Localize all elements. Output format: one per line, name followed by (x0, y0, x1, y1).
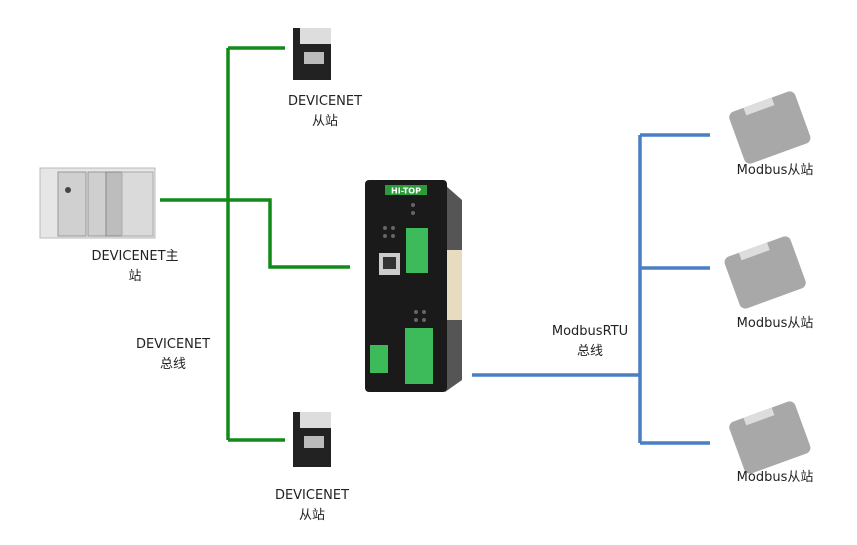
devicenet-bus (160, 46, 350, 442)
terminal-block-upper (406, 228, 428, 273)
label-devicenet-slave-bottom: DEVICENET 从站 (274, 488, 350, 523)
label-modbus-slave-3: Modbus从站 (736, 470, 814, 485)
label-devicenet-slave-top: DEVICENET 从站 (287, 94, 363, 129)
branch-gateway (228, 198, 350, 269)
label-modbus-slave-2: Modbus从站 (736, 316, 814, 331)
indicator-leds (383, 203, 426, 322)
gateway-brand-logo: HI-TOP (391, 187, 421, 196)
devicenet-slave-bottom-image (293, 412, 331, 467)
terminal-block-lower (405, 328, 433, 384)
modbus-bus (472, 133, 710, 445)
modbus-slave-2-image (724, 236, 806, 309)
label-modbus-slave-1: Modbus从站 (736, 163, 814, 178)
terminal-block-power (370, 345, 388, 373)
plc-master-image (39, 167, 156, 239)
devicenet-slave-top-image (293, 28, 331, 80)
label-devicenet-master: DEVICENET主 站 (91, 249, 179, 284)
modbus-slave-1-image (729, 91, 811, 164)
gateway-device: HI-TOP (365, 180, 462, 392)
label-modbus-bus: ModbusRTU 总线 (551, 324, 629, 359)
label-devicenet-bus: DEVICENET 总线 (135, 337, 211, 372)
modbus-slave-3-image (729, 401, 811, 474)
